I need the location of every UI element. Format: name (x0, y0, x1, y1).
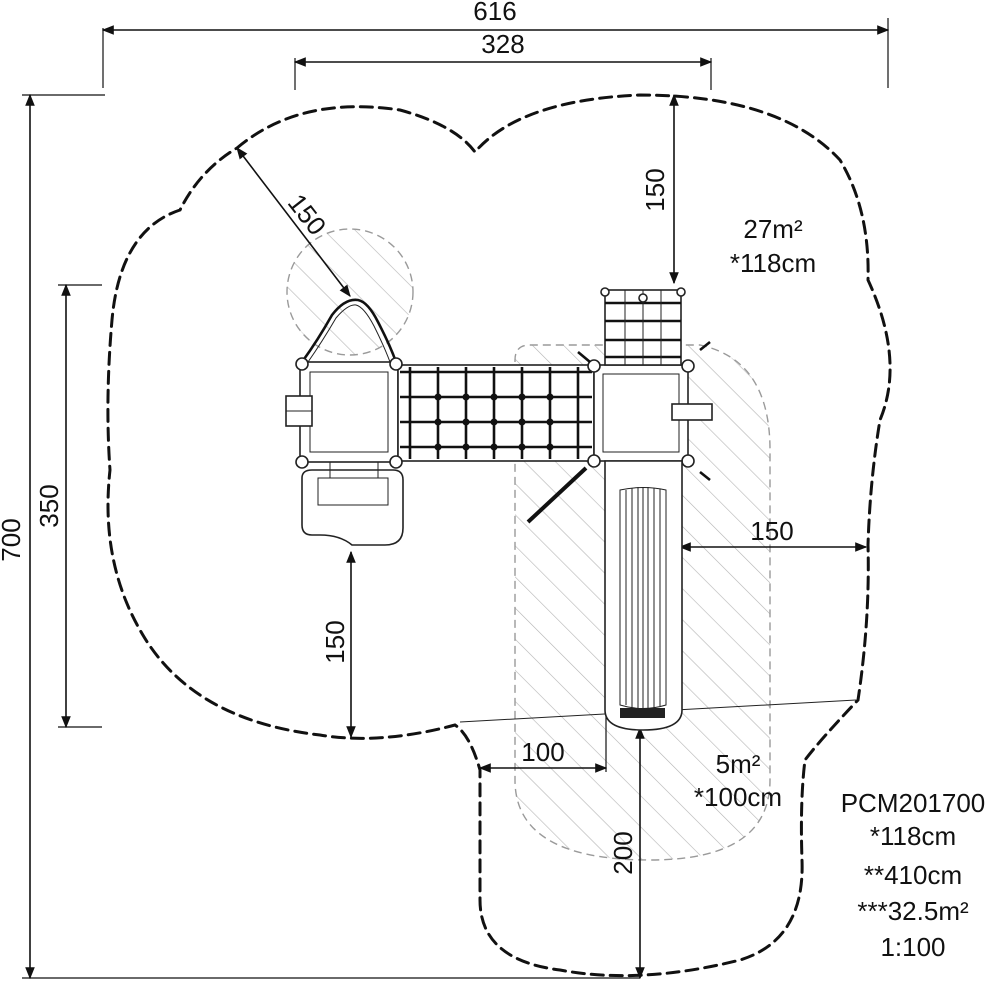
slide-side-clearance-label: 100 (521, 737, 564, 767)
main-area-label: 27m² (743, 214, 803, 244)
posts (295, 340, 711, 482)
swing-fall-zone (286, 228, 414, 356)
zone-labels: 27m² *118cm 5m² *100cm (694, 214, 816, 812)
product-fall-height: *118cm (870, 821, 956, 851)
overall-width-label: 616 (473, 0, 516, 26)
upper-left-clearance-label: 150 (282, 188, 332, 241)
step-seat (301, 469, 404, 546)
right-clearance-label: 150 (750, 516, 793, 546)
upper-left-clearance-line (236, 147, 351, 297)
climbing-net (400, 367, 592, 459)
slide (604, 460, 683, 731)
left-dimensions: 700 350 (0, 93, 640, 980)
product-scale: 1:100 (880, 932, 945, 962)
left-platform (299, 361, 399, 463)
overall-depth-label: 700 (0, 518, 26, 561)
slide-area-label: 5m² (716, 749, 761, 779)
right-side-panel (671, 403, 713, 421)
top-dimensions: 616 328 (101, 0, 890, 90)
play-structure (285, 287, 713, 731)
structure-depth-label: 350 (34, 484, 64, 527)
arch-frame (300, 298, 398, 363)
top-clearance-label: 150 (640, 168, 670, 211)
climbing-bar (526, 466, 588, 524)
ladder (600, 287, 686, 366)
product-code: PCM201700 (841, 788, 986, 818)
bottom-left-clearance-label: 150 (320, 620, 350, 663)
product-info: PCM201700 *118cm **410cm ***32.5m² 1:100 (841, 788, 986, 962)
slide-fall-height-label: *100cm (694, 782, 782, 812)
main-fall-height-label: *118cm (730, 248, 816, 278)
right-platform (593, 364, 689, 462)
product-total-area: ***32.5m² (857, 896, 969, 926)
product-total-length: **410cm (864, 860, 962, 890)
safety-zone-boundary (106, 93, 892, 978)
structure-width-label: 328 (481, 29, 524, 59)
slide-exit-clearance-label: 200 (608, 831, 638, 874)
